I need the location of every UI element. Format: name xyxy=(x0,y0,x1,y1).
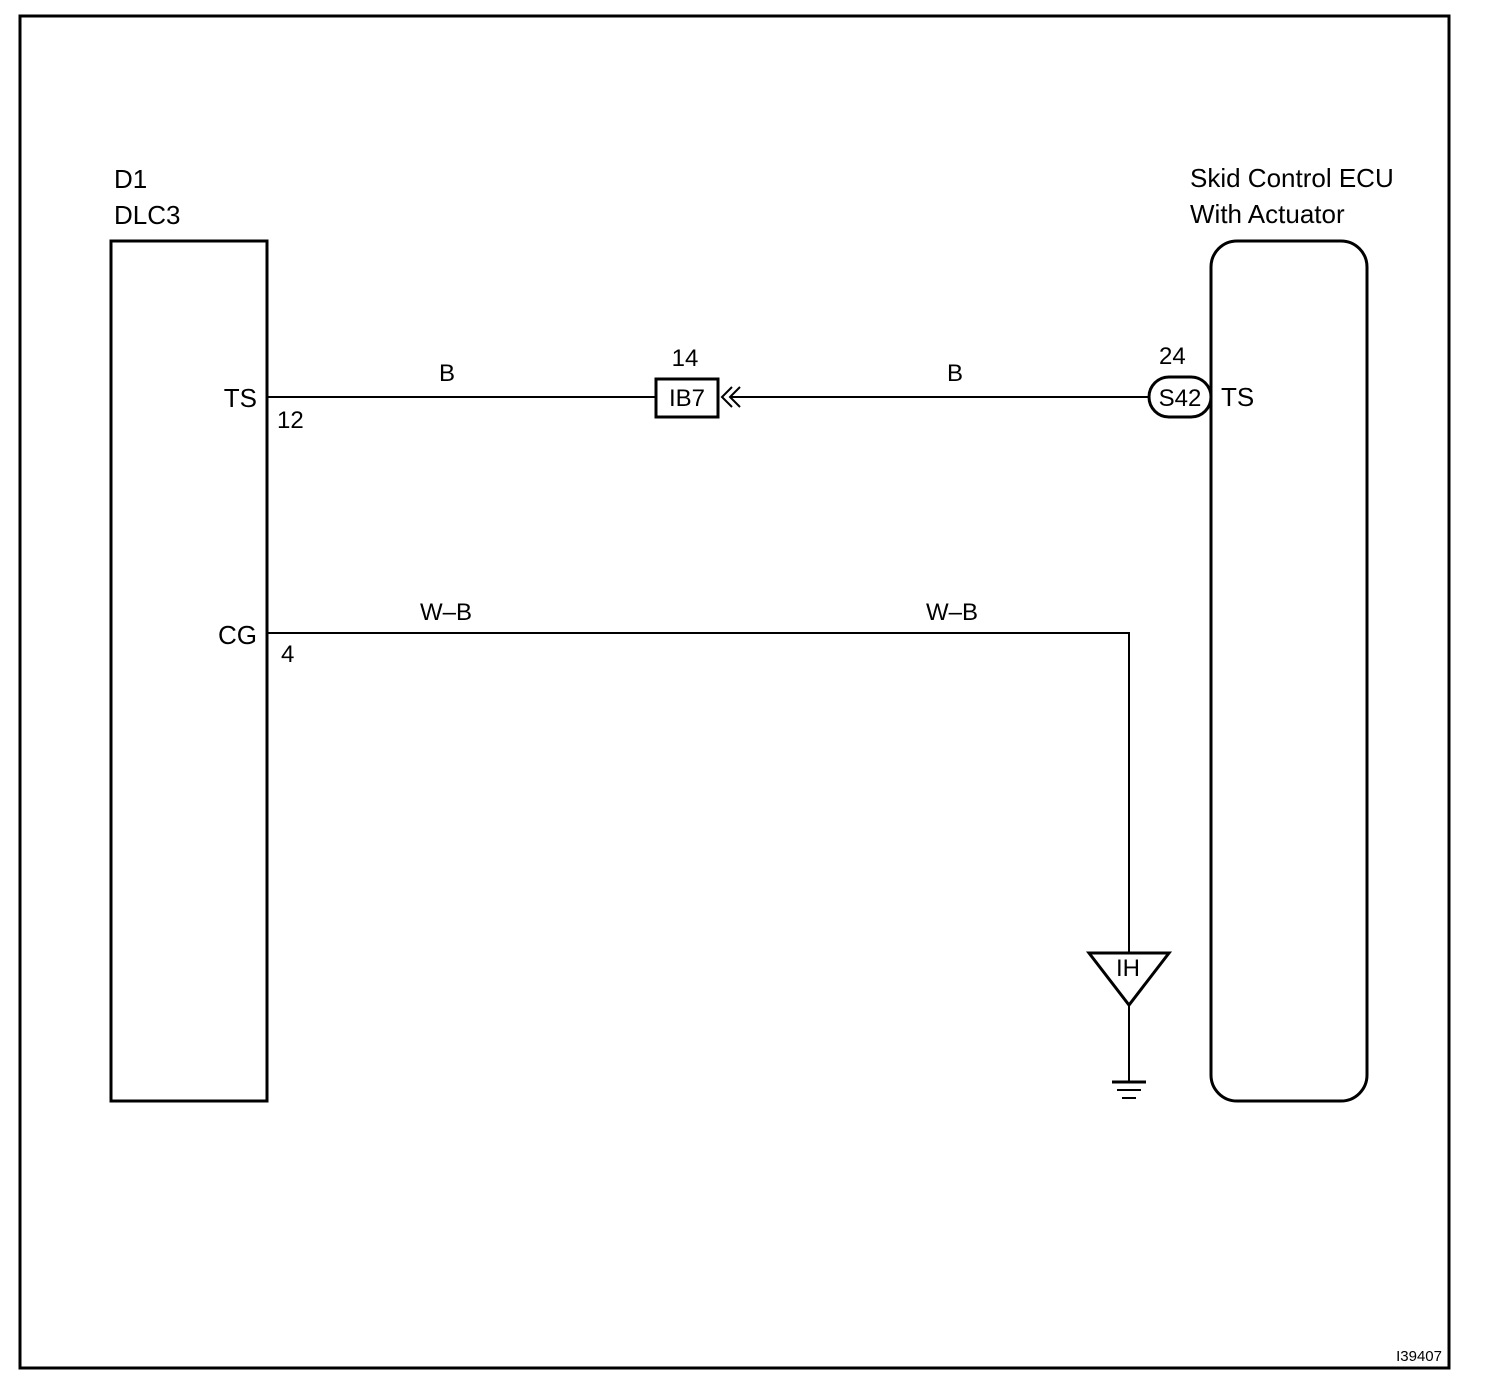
cg-wire-color-right: W–B xyxy=(926,599,978,626)
ecu-body xyxy=(1209,239,1369,1103)
ts-circuit: B B IB7 14 S42 xyxy=(267,345,1213,419)
ts-wire-color-right: B xyxy=(947,360,963,387)
ecu-name-line1: Skid Control ECU xyxy=(1190,163,1394,193)
dlc3-body xyxy=(109,239,269,1103)
dlc3-code: D1 xyxy=(114,164,147,194)
ih-ground-point-icon xyxy=(1085,951,1173,1008)
ecu-pin-ts-label: TS xyxy=(1221,382,1254,412)
ib7-chevron-icon xyxy=(720,386,741,408)
ecu-name-line2: With Actuator xyxy=(1190,199,1345,229)
ih-ground-point-label: IH xyxy=(1116,955,1140,982)
dlc3-pin-ts-number: 12 xyxy=(277,407,304,434)
dlc3-pin-cg-label: CG xyxy=(218,620,257,650)
s42-connector-label: S42 xyxy=(1159,385,1202,412)
dlc3-pin-ts-label: TS xyxy=(224,383,257,413)
skid-control-ecu: Skid Control ECU With Actuator TS 24 xyxy=(1159,163,1394,1103)
s42-connector xyxy=(1147,375,1213,419)
dlc3-connector: D1 DLC3 TS 12 CG 4 xyxy=(109,164,304,1103)
cg-circuit: W–B W–B IH xyxy=(267,599,1173,1099)
cg-wire xyxy=(267,632,1130,953)
dlc3-pin-cg-number: 4 xyxy=(281,641,294,668)
figure-id: I39407 xyxy=(1396,1348,1442,1365)
diagram-frame xyxy=(18,14,1451,1370)
dlc3-name: DLC3 xyxy=(114,200,180,230)
ib7-junction-connector xyxy=(654,377,720,419)
cg-wire-color-left: W–B xyxy=(420,599,472,626)
ground-icon xyxy=(1112,1080,1146,1099)
ecu-pin-ts-number: 24 xyxy=(1159,343,1186,370)
ib7-connector-label: IB7 xyxy=(669,385,705,412)
ts-wire-color-left: B xyxy=(439,360,455,387)
ib7-pin-number: 14 xyxy=(672,345,699,372)
